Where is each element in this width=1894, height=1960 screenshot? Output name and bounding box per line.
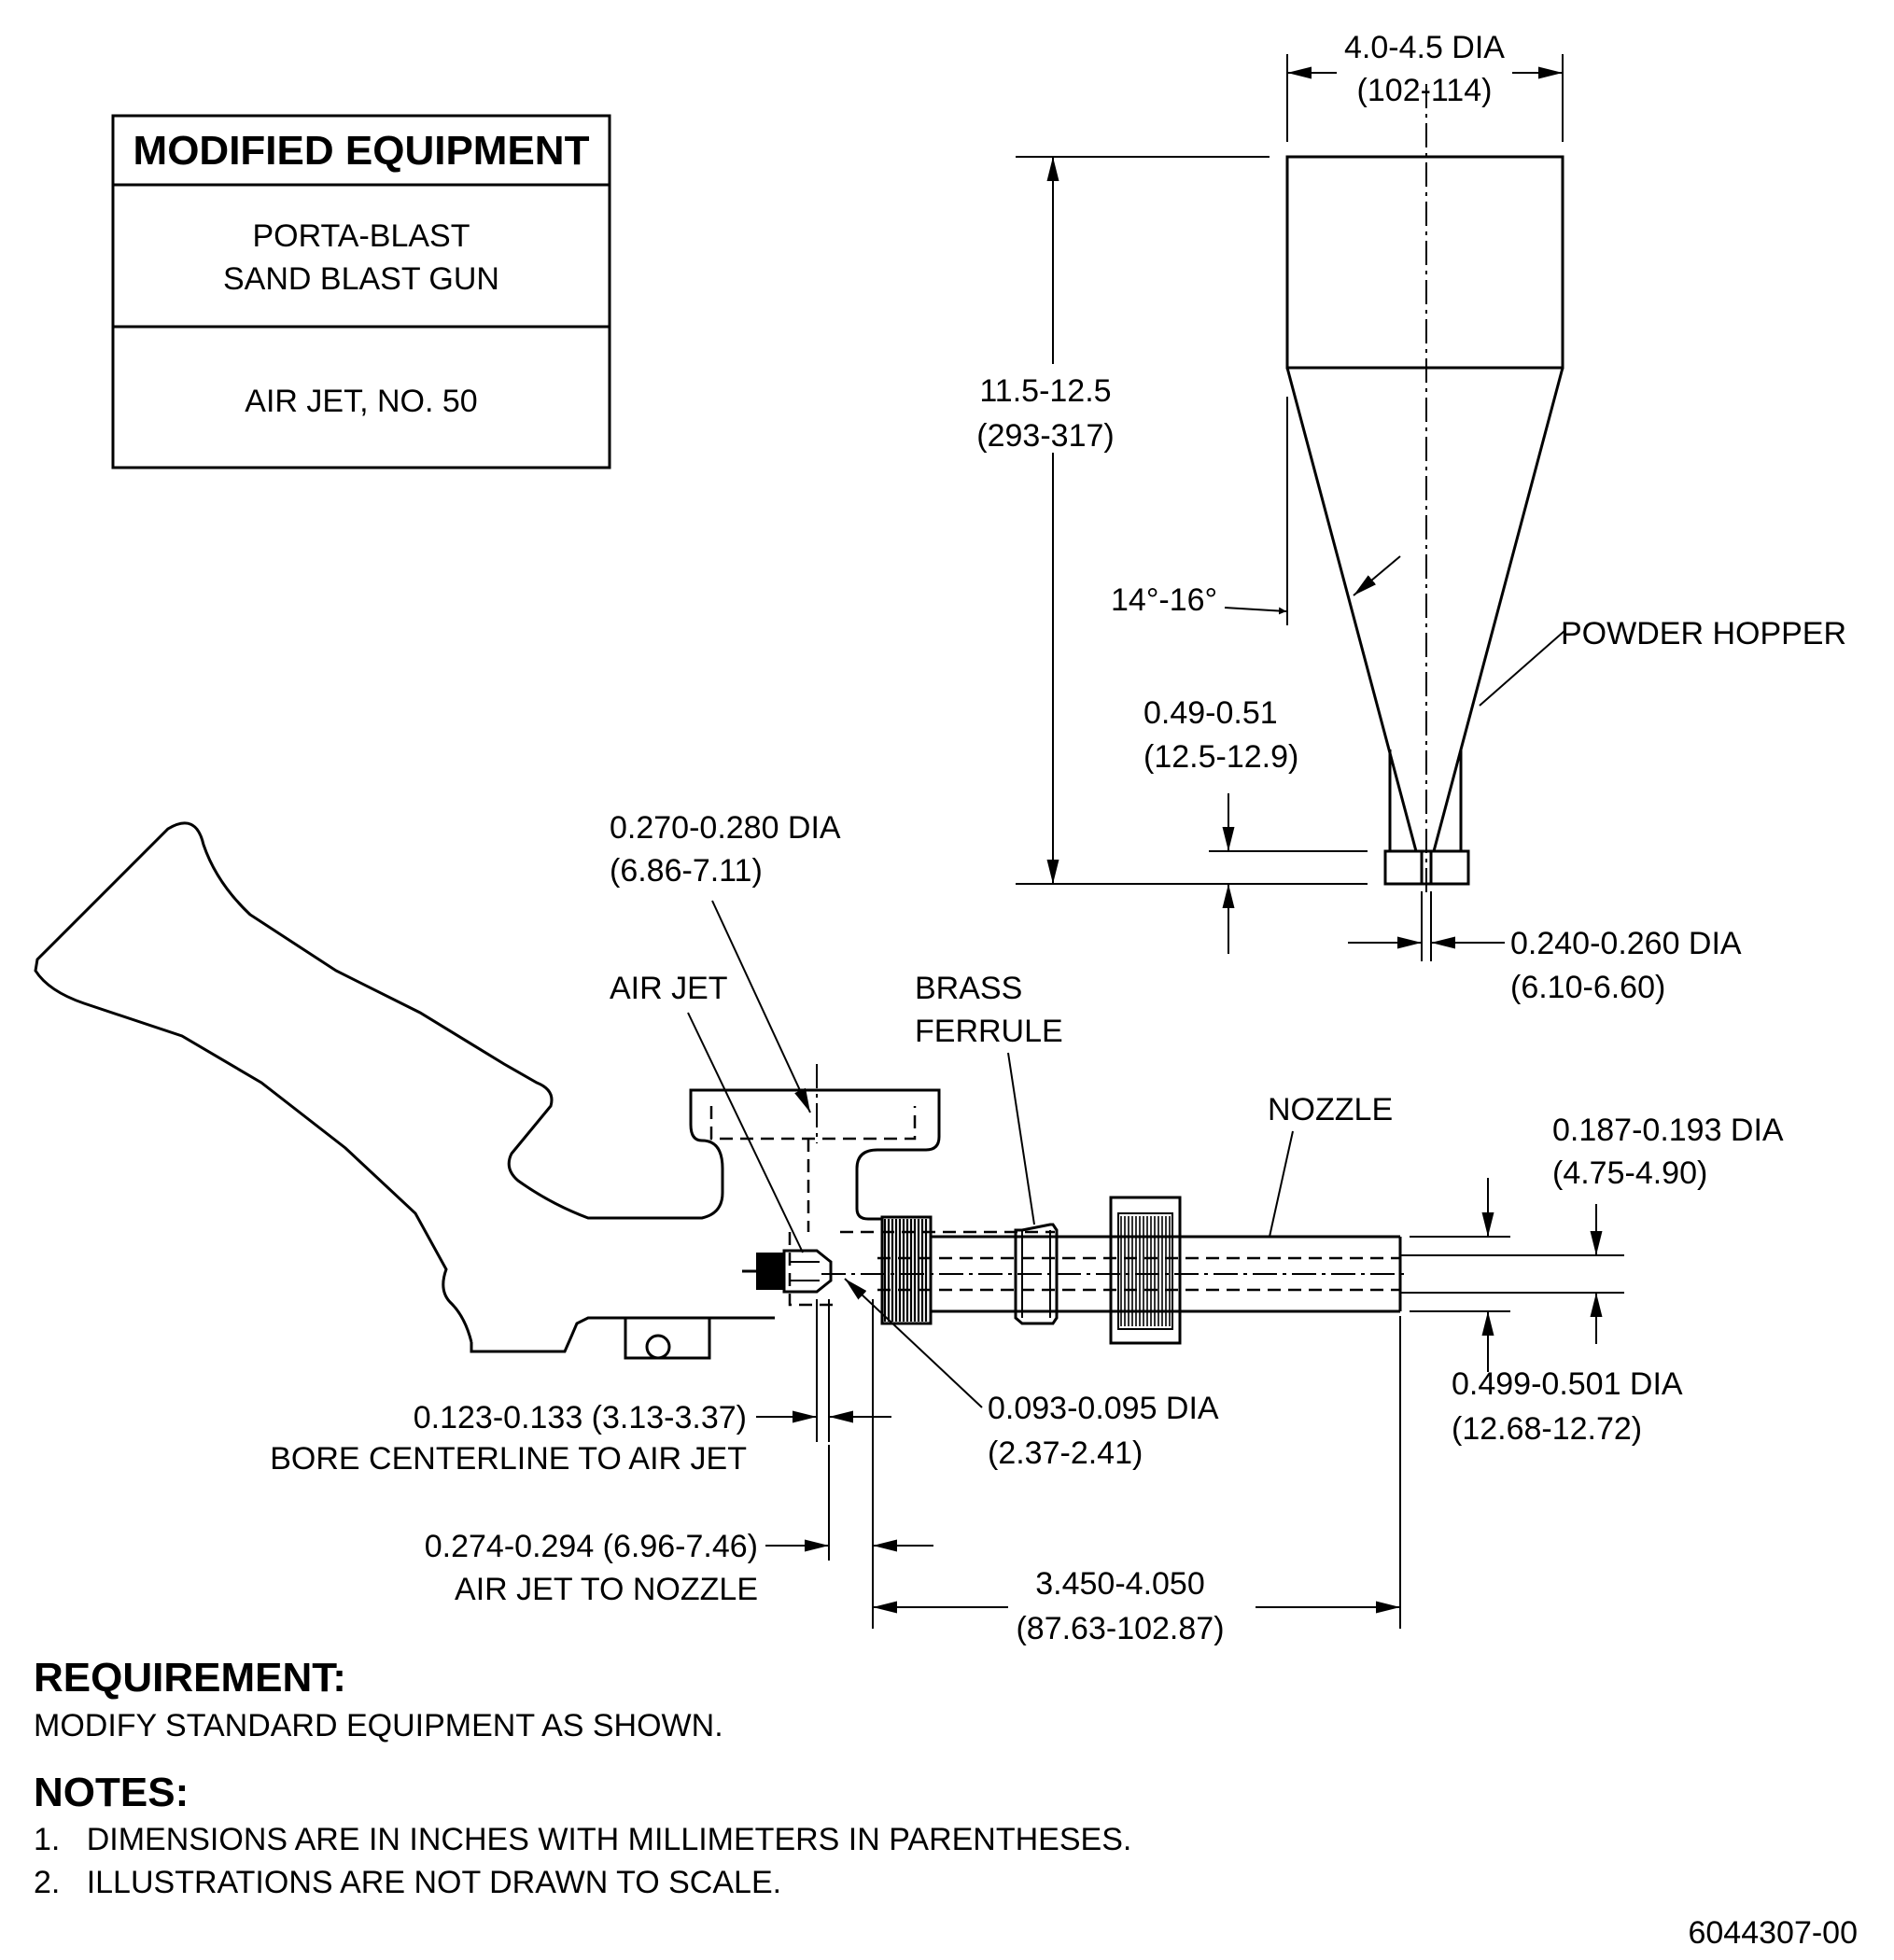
nozzle-od-mm: (12.68-12.72) [1452,1411,1642,1447]
requirement-section: REQUIREMENT: MODIFY STANDARD EQUIPMENT A… [34,1655,723,1743]
bore-dia-mm: (6.86-7.11) [610,853,763,889]
notes-heading: NOTES: [34,1770,189,1815]
requirement-text: MODIFY STANDARD EQUIPMENT AS SHOWN. [34,1708,723,1743]
equipment-gun-name-line1: PORTA-BLAST [252,218,470,254]
jet-to-nozzle-text: AIR JET TO NOZZLE [455,1572,758,1607]
jet-orifice-dia-mm: (2.37-2.41) [988,1435,1143,1471]
hopper-height-mm: (293-317) [976,418,1114,454]
modified-equipment-box: MODIFIED EQUIPMENT PORTA-BLAST SAND BLAS… [111,114,611,469]
knurled-collar [880,1215,933,1325]
hopper-dia-inches: 4.0-4.5 DIA [1344,30,1505,65]
nozzle-nut [1109,1196,1182,1345]
air-jet-knob [756,1253,784,1290]
nozzle-id-inches: 0.187-0.193 DIA [1552,1113,1784,1148]
powder-hopper-view: 4.0-4.5 DIA (102-114) 11.5-12.5 (293-317… [976,30,1846,1005]
equipment-box-title: MODIFIED EQUIPMENT [133,128,590,174]
equipment-gun-name-line2: SAND BLAST GUN [223,261,499,297]
brass-ferrule-label-line1: BRASS [915,971,1022,1006]
air-jet-label: AIR JET [610,971,728,1006]
note-item: 1. DIMENSIONS ARE IN INCHES WITH MILLIME… [34,1822,1131,1857]
gun-handle-outline [34,821,941,1353]
hopper-cone-angle: 14°-16° [1111,582,1217,618]
hopper-tip-length-mm: (12.5-12.9) [1143,739,1298,775]
air-jet-body [782,1249,833,1294]
bore-to-jet-dimension: 0.123-0.133 (3.13-3.37) [414,1400,747,1435]
knurled-collar-hatching [883,1219,928,1322]
nozzle-length-inches: 3.450-4.050 [1035,1566,1205,1602]
jet-to-nozzle-dimension: 0.274-0.294 (6.96-7.46) [425,1529,758,1564]
gun-internal-passage [709,1106,1055,1307]
brass-ferrule-label-line2: FERRULE [915,1014,1063,1049]
hopper-cone-left [1285,367,1418,852]
note-item: 2. ILLUSTRATIONS ARE NOT DRAWN TO SCALE. [34,1865,781,1900]
drawing-number: 6044307-00 [1688,1915,1858,1951]
bore-dia-inches: 0.270-0.280 DIA [610,810,841,846]
nozzle-label: NOZZLE [1268,1092,1393,1127]
nozzle-id-mm: (4.75-4.90) [1552,1155,1707,1191]
hopper-cone-right [1432,367,1564,852]
hopper-cylinder [1285,155,1564,370]
sand-blast-gun-view: 0.270-0.280 DIA (6.86-7.11) AIR JET BRAS… [34,810,1784,1646]
hopper-tip-length-inches: 0.49-0.51 [1143,695,1278,731]
requirement-heading: REQUIREMENT: [34,1655,346,1701]
jet-orifice-dia-inches: 0.093-0.095 DIA [988,1391,1219,1426]
nozzle-od-inches: 0.499-0.501 DIA [1452,1366,1683,1402]
hopper-dia-mm: (102-114) [1357,73,1493,108]
equipment-air-jet-name: AIR JET, NO. 50 [245,384,477,419]
notes-section: NOTES: 1. DIMENSIONS ARE IN INCHES WITH … [34,1770,1131,1900]
hopper-outlet-dia-inches: 0.240-0.260 DIA [1510,926,1742,961]
nozzle-length-mm: (87.63-102.87) [1016,1611,1224,1646]
bore-to-jet-text: BORE CENTERLINE TO AIR JET [270,1441,747,1477]
brass-ferrule [1014,1223,1059,1325]
gun-mounting-lug [624,1318,711,1360]
nozzle-nut-hatching [1120,1216,1171,1326]
hopper-outlet-dia-mm: (6.10-6.60) [1510,970,1665,1005]
hopper-height-inches: 11.5-12.5 [979,373,1111,409]
powder-hopper-label: POWDER HOPPER [1561,616,1846,651]
